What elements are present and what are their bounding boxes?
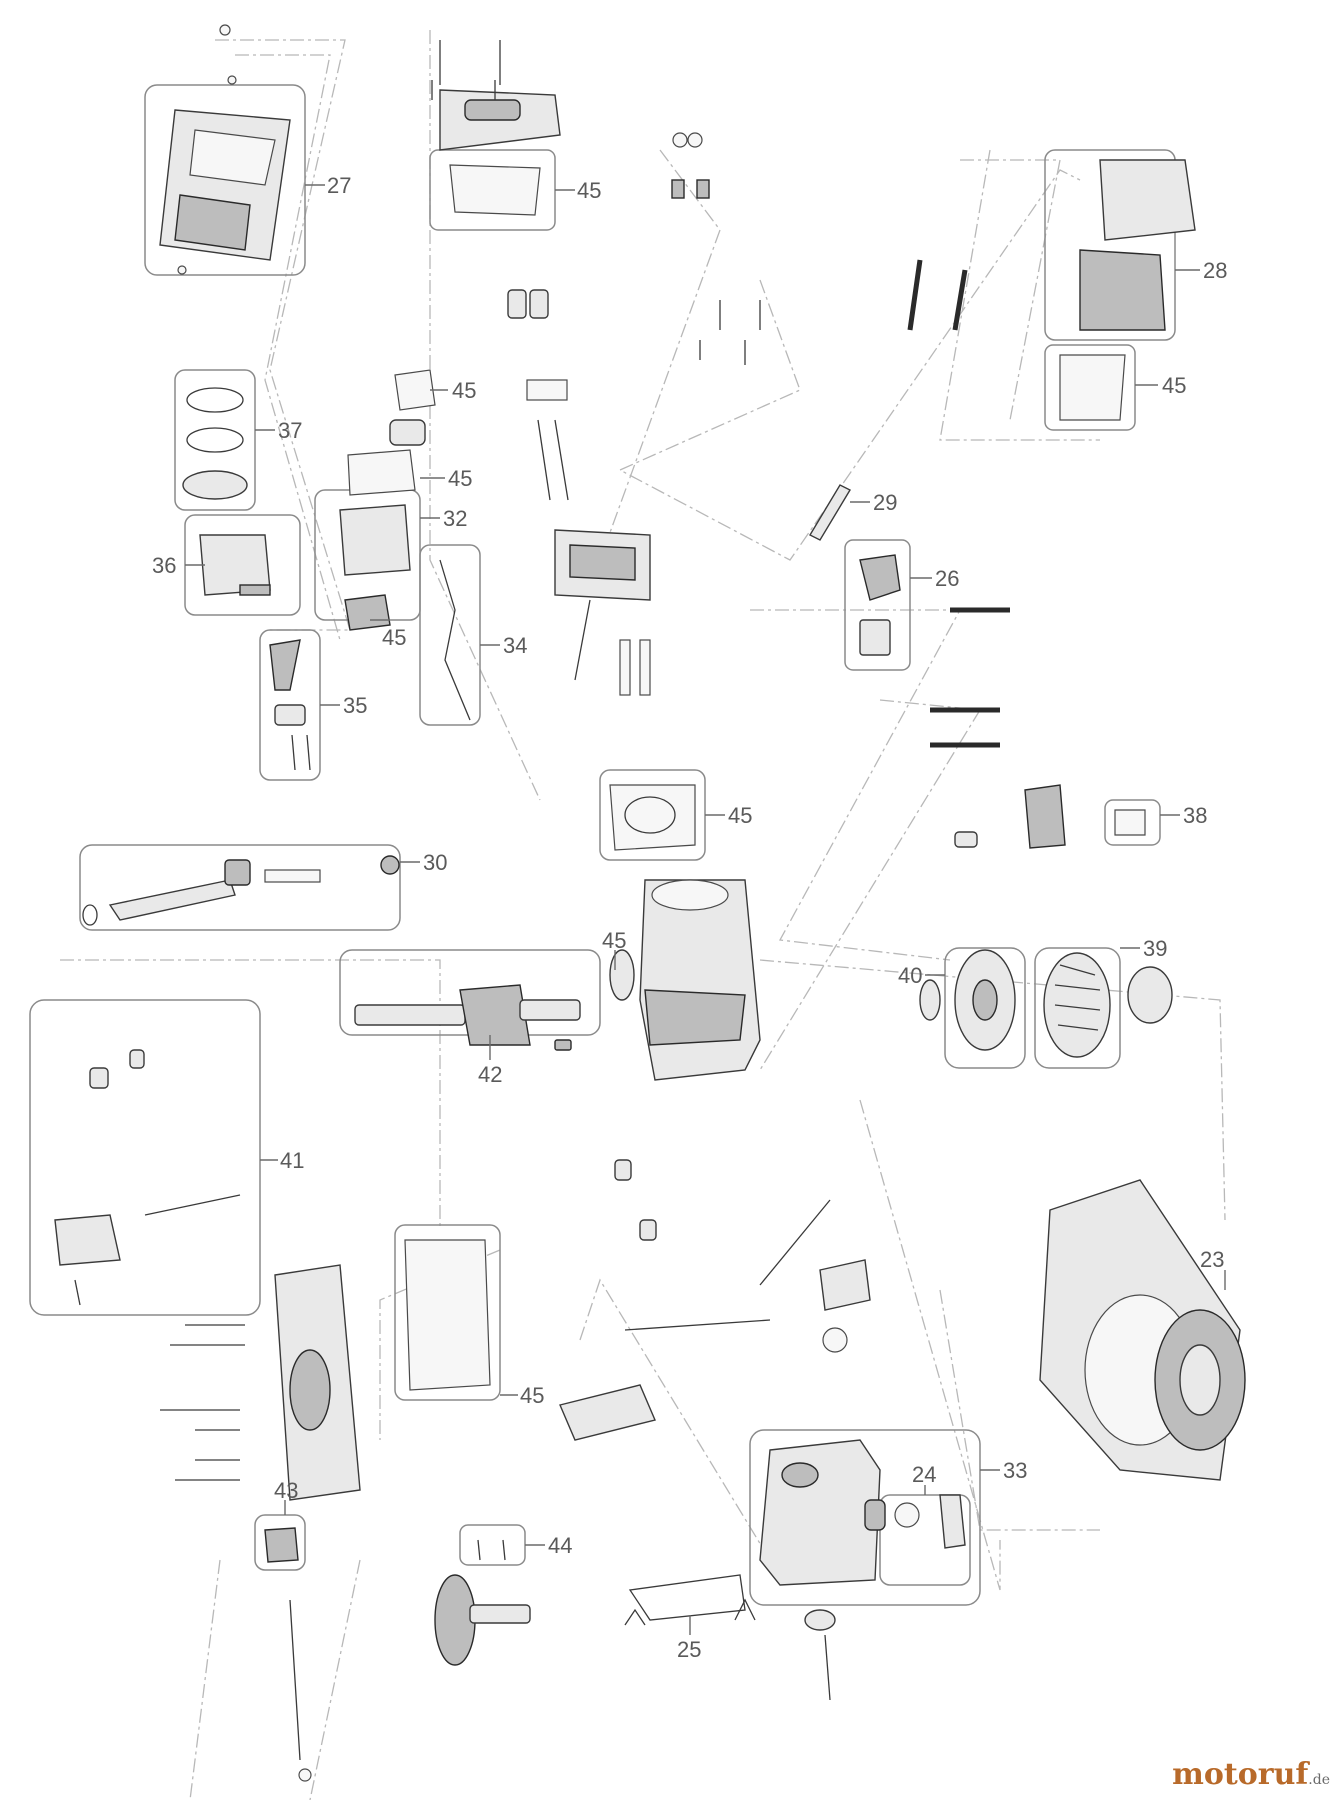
muffler-box xyxy=(1044,149,1176,341)
callout-42: 42 xyxy=(478,1062,502,1087)
fan-box xyxy=(1034,947,1121,1069)
governor-lever-box xyxy=(29,999,261,1316)
callout-35: 35 xyxy=(343,693,367,718)
ignition-coil xyxy=(859,554,901,656)
callout-45-valve-cover: 45 xyxy=(577,178,601,203)
callout-34: 34 xyxy=(503,633,527,658)
crankcase-gasket-box xyxy=(394,1224,501,1401)
assembly-guide-lines xyxy=(60,30,1226,1800)
cover-bolts xyxy=(160,1324,245,1481)
piston-and-rings xyxy=(182,387,271,596)
oil-level-sensor xyxy=(264,1527,312,1782)
connecting-rod xyxy=(269,639,311,771)
callout-45-crankcase: 45 xyxy=(520,1383,544,1408)
ignition-coil-box xyxy=(844,539,911,671)
callout-45-airbox: 45 xyxy=(382,625,406,650)
head-gasket xyxy=(609,784,696,851)
bolts-and-studs xyxy=(699,259,1010,748)
callout-45-intake: 45 xyxy=(452,378,476,403)
callout-44: 44 xyxy=(548,1533,572,1558)
callout-45-muffler: 45 xyxy=(1162,373,1186,398)
flywheel-and-fan xyxy=(919,949,1173,1058)
motoruf-watermark: motoruf.de xyxy=(1172,1757,1330,1792)
stop-switch xyxy=(954,784,1146,849)
callout-38: 38 xyxy=(1183,803,1207,828)
recoil-starter xyxy=(1039,1179,1246,1481)
watermark-brand: motoruf xyxy=(1172,1757,1309,1792)
valve-cover xyxy=(431,40,561,216)
callout-26: 26 xyxy=(935,566,959,591)
governor-shaft-box xyxy=(79,844,401,931)
fuel-tank-box xyxy=(749,1429,981,1606)
callout-27: 27 xyxy=(327,173,351,198)
callout-28: 28 xyxy=(1203,258,1227,283)
spark-plug xyxy=(809,484,851,541)
callout-41: 41 xyxy=(280,1148,304,1173)
callout-23: 23 xyxy=(1200,1247,1224,1272)
air-filter-assembly xyxy=(159,24,291,275)
camshaft xyxy=(434,1539,531,1666)
group-boxes xyxy=(29,84,1176,1606)
callout-33: 33 xyxy=(1003,1458,1027,1483)
governor-lever xyxy=(54,1049,241,1306)
valve-lifter-box xyxy=(459,1524,526,1566)
governor-shaft xyxy=(82,855,400,926)
callout-24: 24 xyxy=(912,1462,936,1487)
oil-level-box xyxy=(254,1514,306,1571)
callout-37: 37 xyxy=(278,418,302,443)
fuel-line xyxy=(624,1574,756,1626)
flywheel-box xyxy=(944,947,1026,1069)
crankshaft xyxy=(354,984,581,1051)
watermark-tld: .de xyxy=(1308,1772,1330,1788)
cylinder-head xyxy=(554,529,651,696)
callout-32: 32 xyxy=(443,506,467,531)
callout-40: 40 xyxy=(898,963,922,988)
callout-39: 39 xyxy=(1143,936,1167,961)
callout-43: 43 xyxy=(274,1478,298,1503)
fuel-tank xyxy=(759,1439,966,1701)
air-filter-box xyxy=(144,84,306,276)
callout-leaders xyxy=(185,184,1226,1635)
cylinder-block xyxy=(609,879,761,1081)
callout-29: 29 xyxy=(873,490,897,515)
stop-switch-box xyxy=(1104,799,1161,846)
muffler xyxy=(1059,159,1196,421)
throttle-rod-box xyxy=(419,544,481,726)
callout-45-head: 45 xyxy=(728,803,752,828)
valve-train xyxy=(507,132,710,501)
callout-45-carb: 45 xyxy=(448,466,472,491)
callout-30: 30 xyxy=(423,850,447,875)
carburetor xyxy=(339,369,471,721)
callout-36: 36 xyxy=(152,553,176,578)
callout-45-seal: 45 xyxy=(602,928,626,953)
muffler-gasket-box xyxy=(1044,344,1136,431)
piston-rings-box xyxy=(174,369,256,511)
crankcase-cover xyxy=(160,1239,491,1501)
callout-labels: 27 45 28 45 45 37 45 29 32 26 36 45 34 3… xyxy=(152,173,1227,1662)
throttle-linkage xyxy=(559,1159,871,1441)
callout-25: 25 xyxy=(677,1637,701,1662)
